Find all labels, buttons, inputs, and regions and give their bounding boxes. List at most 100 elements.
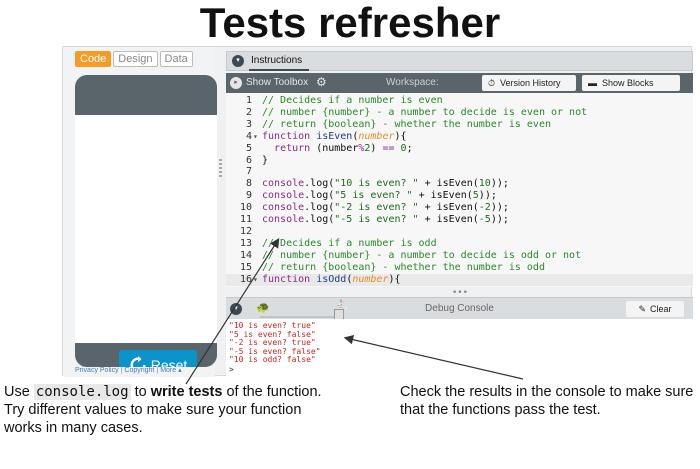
reset-label: Reset	[150, 357, 188, 367]
line-number: 8	[245, 178, 252, 190]
annot-left-bold: write tests	[150, 384, 223, 400]
code-line[interactable]: 12	[226, 226, 693, 238]
tab-code[interactable]: Code	[75, 51, 112, 67]
annot-left-mid: to	[130, 384, 151, 400]
tab-underline	[249, 69, 309, 71]
code-line[interactable]: 5 return (number%2) == 0;	[226, 143, 693, 155]
line-number: 11	[239, 214, 252, 225]
code-text: // Decides if a number is even	[262, 95, 443, 106]
right-panel: ▾ Instructions ▸ Show Toolbox ⚙ Workspac…	[226, 47, 693, 377]
console-line: "-5 is even? false"	[229, 346, 321, 356]
console-resize-handle[interactable]: •••	[452, 288, 468, 298]
tab-design[interactable]: Design	[113, 51, 158, 67]
line-number: 7	[245, 166, 252, 178]
line-number: 3	[245, 118, 252, 130]
app-preview: Reset	[75, 75, 217, 367]
code-text: }	[262, 154, 269, 166]
code-line[interactable]: 15 // return {boolean} - whether the numb…	[226, 262, 693, 274]
code-text: // return {boolean} - whether the number…	[262, 261, 545, 273]
line-number: 12	[239, 225, 252, 237]
code-line[interactable]: 11 console.log("-5 is even? " + isEven(-5…	[226, 214, 693, 226]
code-line[interactable]: 14// number {number} - a number to decid…	[226, 250, 693, 262]
line-number: 4	[245, 130, 252, 142]
reset-button[interactable]: Reset	[119, 350, 197, 367]
code-text: function isOdd(number){	[262, 273, 401, 285]
collapse-instructions-icon[interactable]: ▾	[232, 55, 244, 67]
code-line[interactable]: 2// number {number} - a number to decide…	[226, 107, 693, 119]
code-line[interactable]: 4▾ function isEven(number){	[226, 131, 693, 143]
show-blocks-label: Show Blocks	[602, 78, 654, 88]
code-line[interactable]: 10 console.log("-2 is even? " + isEven(-2…	[226, 202, 693, 214]
privacy-policy-link[interactable]: Privacy Policy	[75, 367, 119, 374]
line-number: 9	[245, 190, 252, 202]
app-screen[interactable]	[75, 115, 217, 343]
chevron-right-icon[interactable]: ▸	[230, 77, 242, 89]
clear-button[interactable]: ✎ Clear	[626, 301, 684, 317]
instructions-bar[interactable]: ▾ Instructions	[226, 51, 693, 71]
annotation-right: Check the results in the console to make…	[400, 384, 694, 418]
version-history-button[interactable]: ⏱ Version History	[482, 75, 576, 91]
eraser-icon: ✎	[638, 304, 647, 314]
code-text: // number {number} - a number to decide …	[262, 249, 582, 261]
console-output[interactable]: "10 is odd? false""-5 is even? false""-2…	[226, 319, 693, 377]
copyright-link[interactable]: Copyright	[124, 367, 155, 374]
footer-links: Privacy Policy|Copyright|More ▴	[75, 367, 182, 374]
line-number: 1	[245, 95, 252, 106]
annot-left-post: of the function. Try different values to…	[4, 384, 322, 436]
code-line[interactable]: 1 // Decides if a number is even	[226, 95, 693, 107]
code-line[interactable]: 13 // Decides if a number is odd	[226, 238, 693, 250]
workspace-label: Workspace:	[386, 77, 439, 88]
instructions-tab[interactable]: Instructions	[251, 55, 303, 66]
fold-arrow-icon[interactable]: ▾	[253, 274, 258, 284]
code-text: // return {boolean} - whether the number…	[262, 118, 551, 130]
annotation-left: Use console.log to write tests of the fu…	[4, 383, 324, 437]
annot-left-pre: Use	[4, 384, 34, 400]
code-line[interactable]: 8 console.log("10 is even? " + isEven(10)…	[226, 178, 693, 190]
fold-arrow-icon[interactable]: ▾	[253, 131, 258, 141]
code-line[interactable]: 3 // return {boolean} - whether the numbe…	[226, 119, 693, 131]
console-prompt[interactable]: >	[229, 365, 234, 374]
page-title: Tests refresher	[199, 0, 501, 46]
line-number: 2	[245, 106, 252, 118]
code-text: return (number%2) == 0;	[274, 142, 413, 154]
code-text: // Decides if a number is odd	[262, 237, 437, 249]
speed-slider[interactable]	[260, 316, 340, 318]
code-line[interactable]: 16▾ function isOdd(number){	[226, 273, 693, 286]
code-text: console.log("5 is even? " + isEven(5));	[262, 190, 497, 202]
show-toolbox-button[interactable]: Show Toolbox	[246, 77, 309, 88]
line-number: 6	[245, 154, 252, 166]
tab-data[interactable]: Data	[159, 51, 193, 67]
blocks-icon: ▬	[588, 78, 597, 88]
reset-icon	[130, 356, 146, 367]
clock-icon: ⏱	[488, 78, 496, 88]
annot-left-code: console.log	[33, 384, 131, 400]
line-number: 5	[245, 142, 252, 154]
version-history-label: Version History	[500, 78, 561, 88]
debug-console-title: Debug Console	[425, 303, 494, 314]
gear-icon[interactable]: ⚙	[316, 75, 327, 89]
console-line: "10 is odd? false"	[229, 355, 316, 364]
code-line[interactable]: 6}	[226, 155, 693, 167]
show-blocks-button[interactable]: ▬ Show Blocks	[582, 75, 680, 91]
code-line[interactable]: 9 console.log("5 is even? " + isEven(5));	[226, 190, 693, 202]
chevron-up-icon: ▴	[178, 367, 182, 374]
panel-resize-handle[interactable]	[219, 159, 222, 177]
code-text: console.log("10 is even? " + isEven(10))…	[262, 178, 509, 190]
code-line[interactable]: 7	[226, 166, 693, 178]
line-number: 15	[239, 261, 252, 273]
line-number: 16	[239, 273, 252, 285]
code-text: console.log("-5 is even? " + isEven(-5))…	[262, 214, 509, 225]
console-line: "10 is even? true"	[229, 321, 316, 330]
more-link[interactable]: More	[160, 367, 177, 374]
clear-label: Clear	[650, 304, 672, 314]
console-line: "-2 is even? true"	[229, 338, 316, 347]
code-text: function isEven(number){	[262, 130, 407, 142]
code-text: console.log("-2 is even? " + isEven(-2))…	[262, 202, 509, 214]
line-number: 13	[239, 237, 252, 249]
line-number: 10	[239, 202, 252, 214]
workspace-toolbar: ▸ Show Toolbox ⚙ Workspace: ⏱ Version Hi…	[226, 73, 693, 93]
